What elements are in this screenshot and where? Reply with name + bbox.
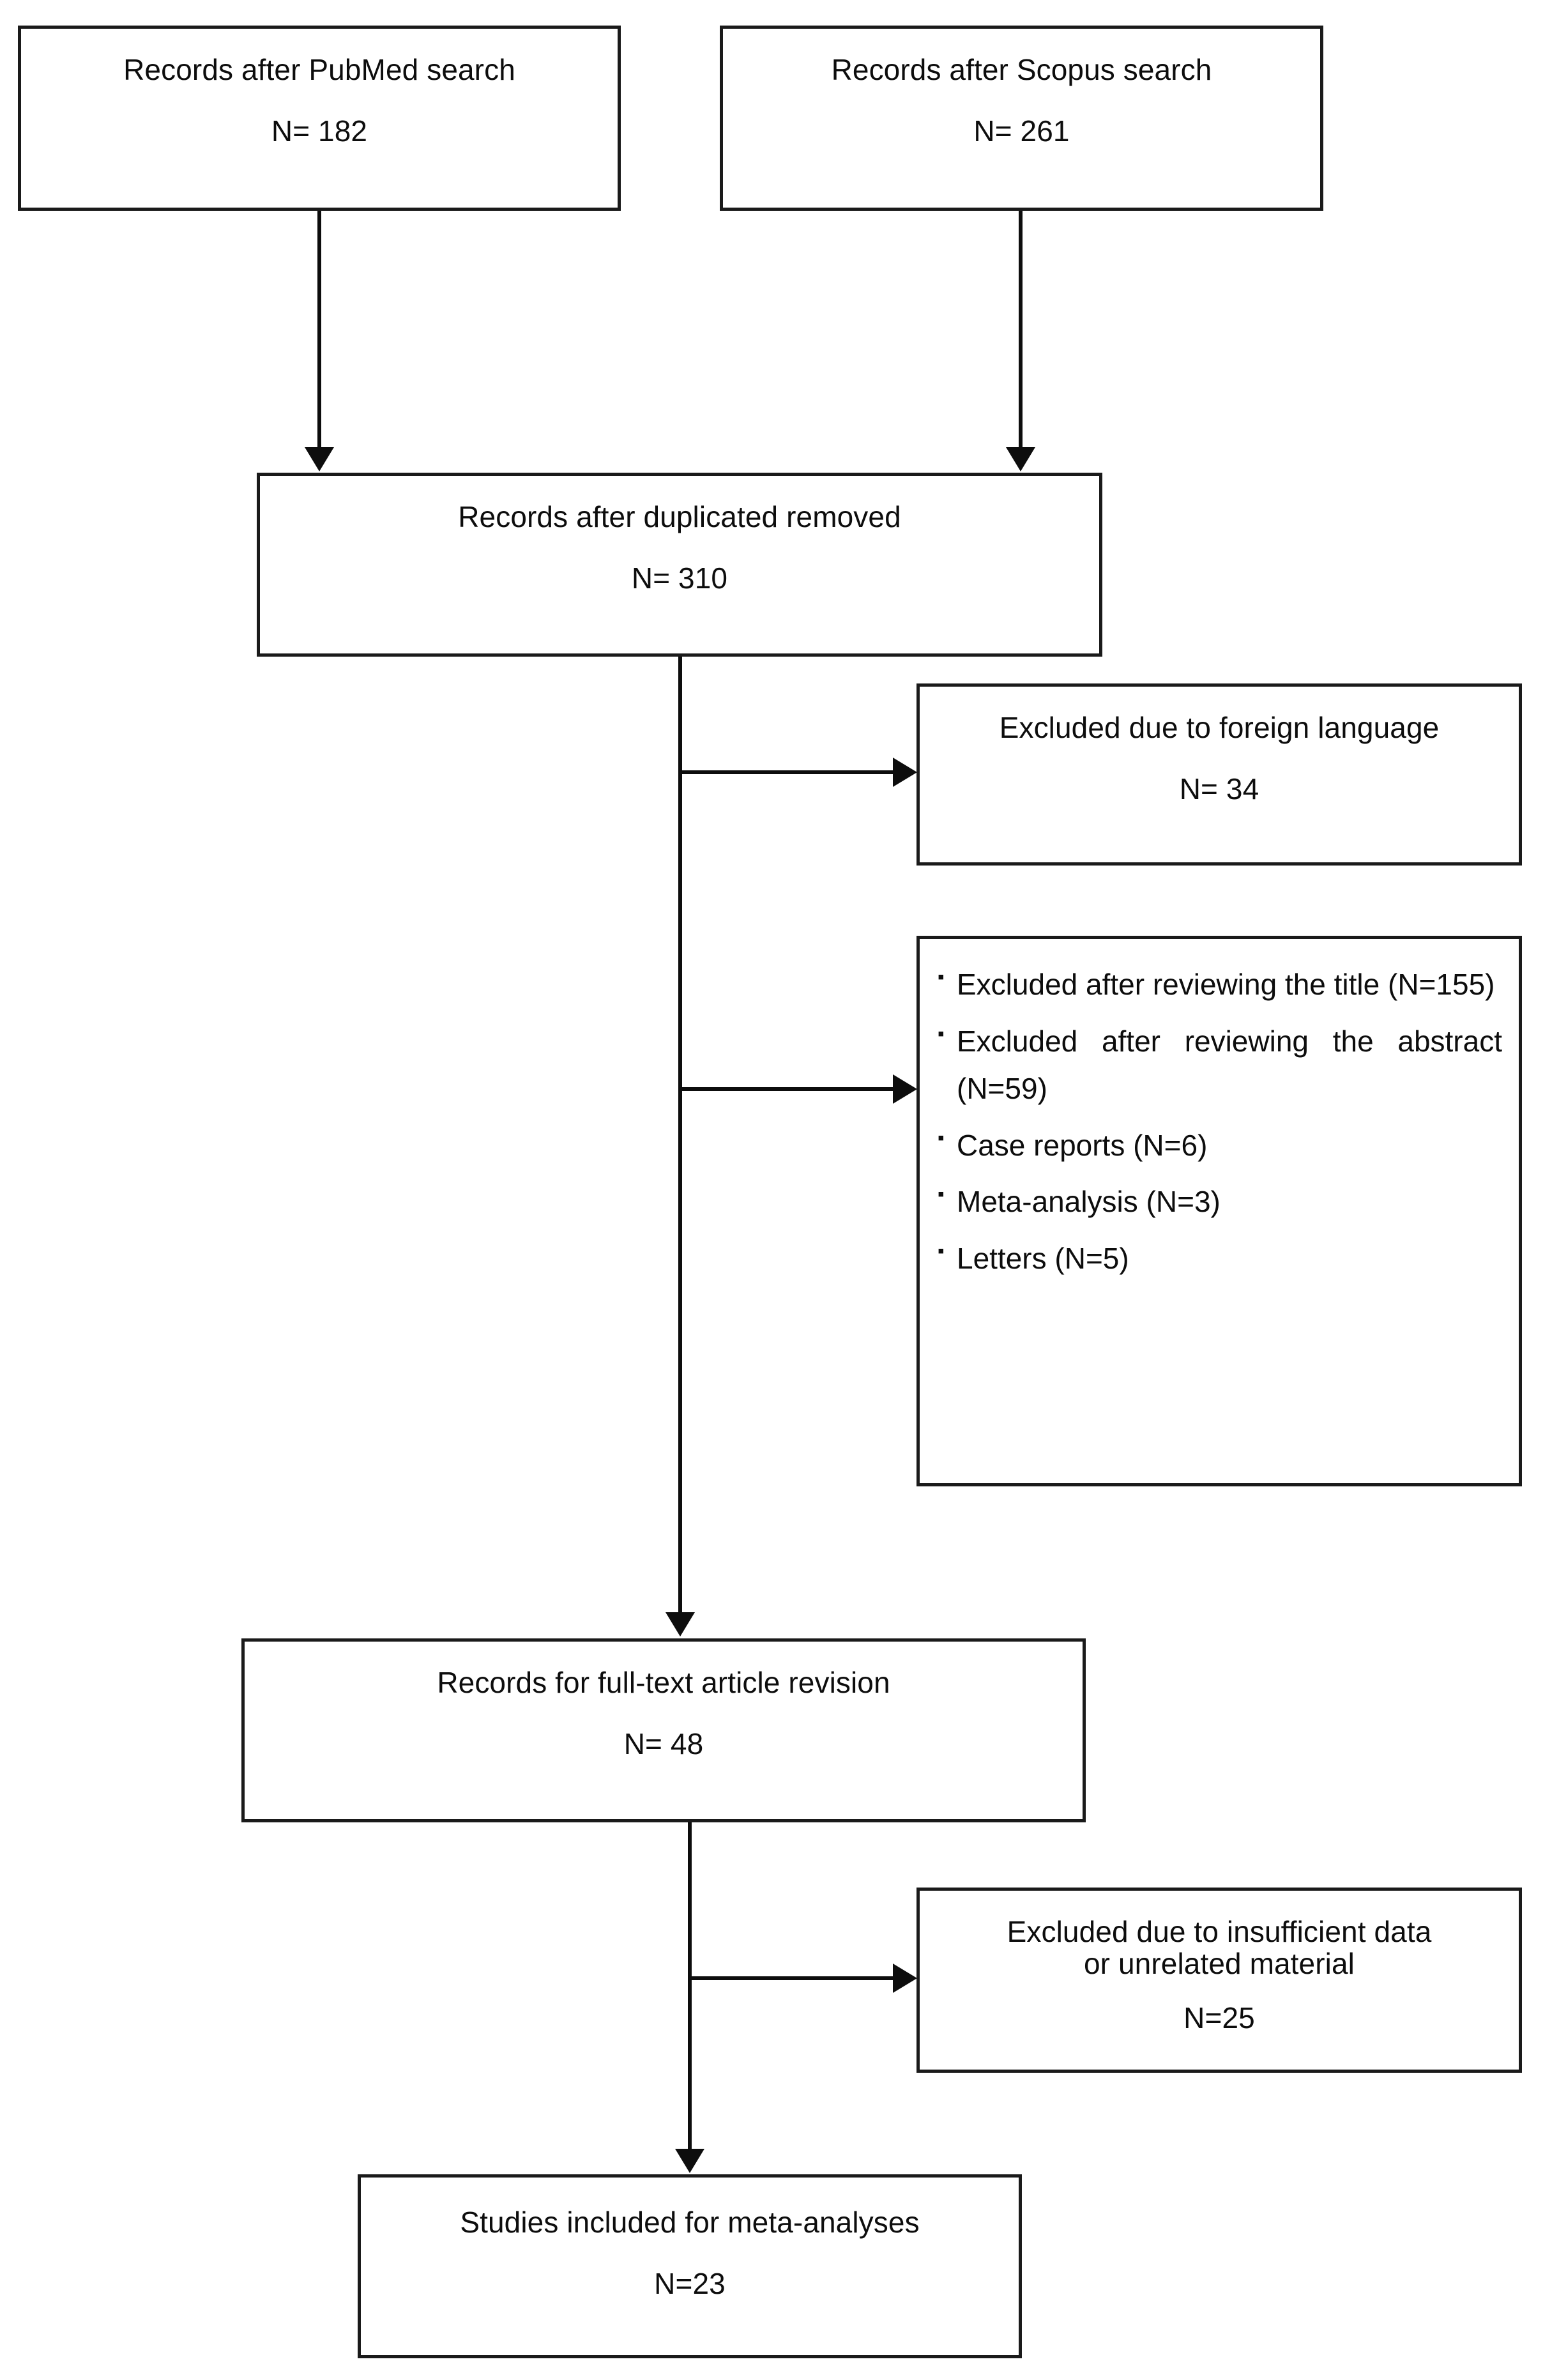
foreign-language-title: Excluded due to foreign language (999, 711, 1440, 744)
list-item: ▪ Meta-analysis (N=3) (938, 1178, 1502, 1226)
connector-to-foreign-language (678, 770, 895, 774)
screening-exclusion-2: Case reports (N=6) (957, 1128, 1208, 1162)
insufficient-title-line2: or unrelated material (1084, 1946, 1355, 1980)
box-full-text-revision: Records for full-text article revision N… (241, 1638, 1086, 1822)
arrowhead-pubmed-to-duplicates (305, 447, 334, 471)
foreign-language-count: N= 34 (1179, 772, 1259, 805)
included-title: Studies included for meta-analyses (460, 2206, 920, 2239)
bullet-square-icon: ▪ (938, 1240, 945, 1262)
scopus-title: Records after Scopus search (831, 53, 1212, 86)
box-records-scopus: Records after Scopus search N= 261 (720, 26, 1323, 211)
list-item: ▪ Letters (N=5) (938, 1235, 1502, 1283)
insufficient-count: N=25 (1183, 2001, 1255, 2035)
arrowhead-to-insufficient-data (893, 1964, 917, 1993)
bullet-square-icon: ▪ (938, 1023, 945, 1044)
screening-exclusion-1: Excluded after reviewing the abstract (N… (957, 1024, 1502, 1106)
list-item: ▪ Case reports (N=6) (938, 1122, 1502, 1170)
included-count: N=23 (654, 2266, 726, 2300)
connector-fulltext-to-included (688, 1822, 692, 2150)
duplicates-count: N= 310 (631, 561, 728, 595)
box-duplicates-removed: Records after duplicated removed N= 310 (257, 473, 1102, 657)
box-studies-included: Studies included for meta-analyses N=23 (358, 2174, 1022, 2358)
pubmed-title: Records after PubMed search (123, 53, 515, 86)
box-excluded-foreign-language: Excluded due to foreign language N= 34 (916, 683, 1522, 866)
connector-duplicates-to-fulltext (678, 657, 682, 1613)
box-records-pubmed: Records after PubMed search N= 182 (18, 26, 621, 211)
screening-exclusion-4: Letters (N=5) (957, 1241, 1129, 1275)
connector-to-insufficient-data (688, 1976, 895, 1980)
arrowhead-fulltext-to-included (675, 2149, 704, 2173)
full-text-count: N= 48 (623, 1727, 704, 1760)
bullet-square-icon: ▪ (938, 966, 945, 988)
list-item: ▪ Excluded after reviewing the title (N=… (938, 961, 1502, 1009)
screening-exclusion-3: Meta-analysis (N=3) (957, 1185, 1221, 1219)
list-item: ▪ Excluded after reviewing the abstract … (938, 1018, 1502, 1113)
full-text-title: Records for full-text article revision (437, 1666, 890, 1699)
bullet-square-icon: ▪ (938, 1184, 945, 1205)
arrowhead-to-screening-exclusions (893, 1074, 917, 1104)
box-excluded-insufficient-data: Excluded due to insufficient data or unr… (916, 1888, 1522, 2073)
connector-scopus-to-duplicates (1019, 211, 1023, 448)
arrowhead-duplicates-to-fulltext (665, 1612, 695, 1636)
insufficient-title-line1: Excluded due to insufficient data (1007, 1915, 1432, 1948)
arrowhead-to-foreign-language (893, 758, 917, 787)
box-excluded-screening: ▪ Excluded after reviewing the title (N=… (916, 936, 1522, 1486)
duplicates-title: Records after duplicated removed (458, 500, 901, 533)
scopus-count: N= 261 (973, 114, 1070, 148)
screening-exclusion-0: Excluded after reviewing the title (N=15… (957, 968, 1495, 1001)
bullet-square-icon: ▪ (938, 1127, 945, 1148)
connector-to-screening-exclusions (678, 1087, 895, 1091)
arrowhead-scopus-to-duplicates (1006, 447, 1035, 471)
pubmed-count: N= 182 (271, 114, 368, 148)
connector-pubmed-to-duplicates (317, 211, 321, 448)
